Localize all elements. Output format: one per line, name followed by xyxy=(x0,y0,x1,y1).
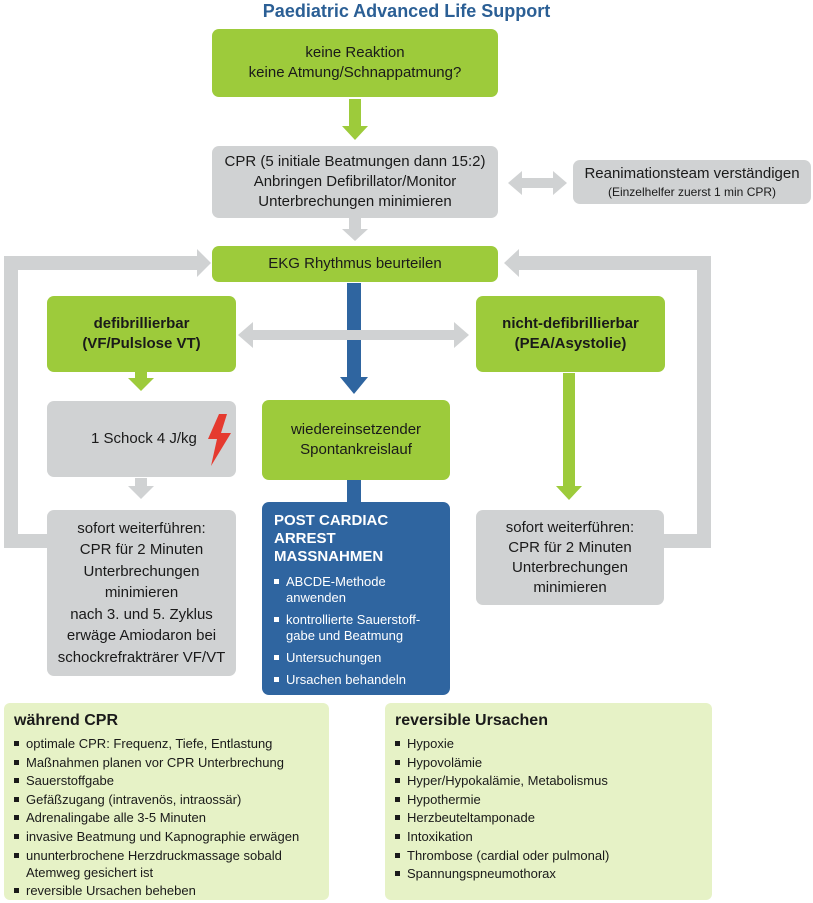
left-line-3: Unterbrechungen xyxy=(83,562,200,580)
right-line-1: sofort weiterführen: xyxy=(505,518,635,536)
rosc-line-1: wiedereinsetzender xyxy=(290,421,422,438)
right-line-2: CPR für 2 Minuten xyxy=(508,538,632,556)
cause-tension-pneumothorax: Spannungspneumothorax xyxy=(395,865,702,882)
shockable-line-1: defibrillierbar xyxy=(93,315,190,332)
shock-label: 1 Schock 4 J/kg xyxy=(91,430,197,447)
during-cpr-box: während CPR optimale CPR: Frequenz, Tief… xyxy=(4,703,329,900)
during-item-oxygen: Sauerstoffgabe xyxy=(14,772,319,789)
shock-box: 1 Schock 4 J/kg xyxy=(47,401,236,477)
reversible-causes-list: Hypoxie Hypovolämie Hyper/Hypokalämie, M… xyxy=(395,735,702,882)
post-item-examinations: Untersuchungen xyxy=(274,650,438,666)
arrow-shockable-to-shock xyxy=(128,372,154,391)
left-line-5: nach 3. und 5. Zyklus xyxy=(70,605,213,623)
arrow-shockable-nonshockable xyxy=(238,322,469,348)
post-item-oxygen-line-1: kontrollierte Sauerstoff- xyxy=(286,612,421,627)
team-line-2: (Einzelhelfer zuerst 1 min CPR) xyxy=(607,185,777,199)
no-response-box: keine Reaktion keine Atmung/Schnappatmun… xyxy=(212,29,498,97)
cpr-line-3: Unterbrechungen minimieren xyxy=(258,193,452,210)
shockable-line-2: (VF/Pulslose VT) xyxy=(82,335,201,352)
cause-hypothermia: Hypothermie xyxy=(395,791,702,808)
ekg-label: EKG Rhythmus beurteilen xyxy=(268,255,442,272)
arrow-shock-to-continue xyxy=(128,478,154,499)
post-item-oxygen: kontrollierte Sauerstoff- gabe und Beatm… xyxy=(274,612,438,644)
cpr-line-1: CPR (5 initiale Beatmungen dann 15:2) xyxy=(224,153,486,170)
start-line-1: keine Reaktion xyxy=(305,44,405,61)
arrow-nonshockable-to-continue xyxy=(556,373,582,500)
cause-thrombosis: Thrombose (cardial oder pulmonal) xyxy=(395,847,702,864)
shockable-box: defibrillierbar (VF/Pulslose VT) xyxy=(47,296,236,372)
during-item-plan: Maßnahmen planen vor CPR Unterbrechung xyxy=(14,754,319,771)
during-item-ventilation: invasive Beatmung und Kapnographie erwäg… xyxy=(14,828,319,845)
arrow-start-to-cpr xyxy=(342,99,368,140)
post-title-line-2: MASSNAHMEN xyxy=(274,548,384,565)
start-line-2: keine Atmung/Schnappatmung? xyxy=(248,64,462,81)
right-line-4: minimieren xyxy=(533,578,607,596)
continue-cpr-right-box: sofort weiterführen: CPR für 2 Minuten U… xyxy=(476,510,664,605)
lightning-bolt-icon xyxy=(205,413,233,473)
cause-tamponade: Herzbeuteltamponade xyxy=(395,809,702,826)
page-title: Paediatric Advanced Life Support xyxy=(262,1,551,21)
during-item-reversible: reversible Ursachen beheben xyxy=(14,882,319,899)
left-line-2: CPR für 2 Minuten xyxy=(79,541,204,559)
loop-right xyxy=(504,249,711,548)
cause-kalemia: Hyper/Hypokalämie, Metabolismus xyxy=(395,772,702,789)
nonshockable-line-1: nicht-defibrillierbar xyxy=(502,315,639,332)
during-item-compressions: ununterbrochene Herzdruckmassage sobald … xyxy=(14,847,319,881)
ekg-rhythm-box: EKG Rhythmus beurteilen xyxy=(212,246,498,282)
cpr-line-2: Anbringen Defibrillator/Monitor xyxy=(253,173,457,190)
arrow-cpr-team xyxy=(508,171,567,195)
during-item-adrenaline: Adrenalingabe alle 3-5 Minuten xyxy=(14,809,319,826)
arrow-cpr-to-ekg xyxy=(342,218,368,241)
left-line-7: schockrefrakträrer VF/VT xyxy=(57,648,226,666)
loop-left xyxy=(4,249,211,548)
cause-hypovolemia: Hypovolämie xyxy=(395,754,702,771)
cpr-box: CPR (5 initiale Beatmungen dann 15:2) An… xyxy=(212,146,498,218)
connector-rosc-to-post xyxy=(347,480,361,504)
post-arrest-list: ABCDE-Methode anwenden kontrollierte Sau… xyxy=(274,574,438,716)
reversible-causes-title: reversible Ursachen xyxy=(395,712,548,729)
cause-intoxication: Intoxikation xyxy=(395,828,702,845)
resus-team-box: Reanimationsteam verständigen (Einzelhel… xyxy=(573,160,811,204)
during-item-compressions-line-1: ununterbrochene Herzdruckmassage sobald xyxy=(26,847,282,863)
post-item-treat-causes: Ursachen behandeln xyxy=(274,672,438,688)
nonshockable-line-2: (PEA/Asystolie) xyxy=(514,335,627,352)
reversible-causes-box: reversible Ursachen Hypoxie Hypovolämie … xyxy=(385,703,712,900)
left-line-4: minimieren xyxy=(104,584,179,602)
team-line-1: Reanimationsteam verständigen xyxy=(584,165,800,182)
during-cpr-title: während CPR xyxy=(14,712,119,729)
post-cardiac-arrest-box: POST CARDIAC ARREST MASSNAHMEN ABCDE-Met… xyxy=(262,502,450,709)
left-line-6: erwäge Amiodaron bei xyxy=(66,627,217,645)
during-cpr-list: optimale CPR: Frequenz, Tiefe, Entlastun… xyxy=(14,735,319,899)
non-shockable-box: nicht-defibrillierbar (PEA/Asystolie) xyxy=(476,296,665,372)
during-item-quality: optimale CPR: Frequenz, Tiefe, Entlastun… xyxy=(14,735,319,752)
rosc-line-2: Spontankreislauf xyxy=(300,441,412,458)
rosc-box: wiedereinsetzender Spontankreislauf xyxy=(262,400,450,480)
during-item-access: Gefäßzugang (intravenös, intraossär) xyxy=(14,791,319,808)
continue-cpr-left-box: sofort weiterführen: CPR für 2 Minuten U… xyxy=(47,510,236,676)
during-item-compressions-line-2: Atemweg gesichert ist xyxy=(26,864,154,880)
post-arrest-title: POST CARDIAC ARREST MASSNAHMEN xyxy=(274,512,438,566)
right-line-3: Unterbrechungen xyxy=(512,558,628,576)
left-line-1: sofort weiterführen: xyxy=(77,519,206,537)
cause-hypoxia: Hypoxie xyxy=(395,735,702,752)
post-item-oxygen-line-2: gabe und Beatmung xyxy=(286,628,404,643)
post-item-abcde: ABCDE-Methode anwenden xyxy=(274,574,438,606)
post-title-line-1: POST CARDIAC ARREST xyxy=(274,512,389,547)
